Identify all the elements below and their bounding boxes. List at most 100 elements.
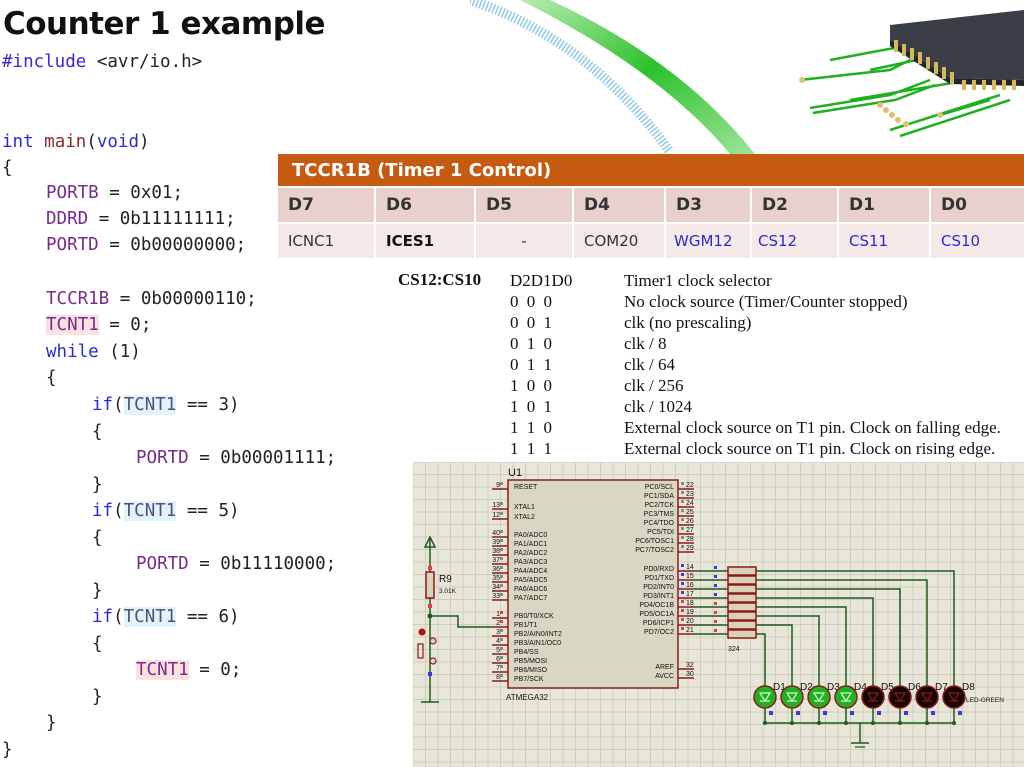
pin-state-marker (769, 711, 773, 715)
resistor-pack-element (727, 620, 757, 630)
pin-number: 8 (496, 674, 500, 681)
bits: 1 0 1 (510, 397, 552, 416)
pin-number: 13 (492, 502, 500, 509)
blue-stripe-decoration (470, 0, 675, 154)
resistor-pack-element (727, 602, 757, 612)
diode-symbol-icon (839, 692, 853, 703)
code-line-if-3: if(TCNT1 == 3) (92, 393, 240, 417)
code-token: = 0; (188, 660, 242, 680)
pin-name: PD0/RXD (644, 566, 674, 573)
pin-name: PC2/TCK (644, 502, 674, 509)
pin-state-marker (500, 482, 503, 485)
code-line-brace: } (92, 687, 103, 707)
button-contact (429, 637, 437, 645)
pin-number: 40 (492, 530, 500, 537)
code-token: ( (86, 132, 97, 152)
code-token: void (96, 132, 140, 152)
diode-symbol-icon (893, 692, 907, 703)
code-line-include: #include <avr/io.h> (2, 50, 202, 74)
bits: 0 1 1 (510, 355, 552, 374)
pin-number: 30 (686, 671, 694, 678)
code-token: = 0x01; (98, 183, 183, 203)
pin-state-marker (681, 600, 684, 603)
pin-state-marker (904, 711, 908, 715)
pin-number: 33 (492, 593, 500, 600)
pin-name: PA6/ADC6 (514, 586, 547, 593)
pin-number: 6 (496, 656, 500, 663)
bit-cell: D3 (666, 186, 752, 222)
pin-state-marker (877, 711, 881, 715)
pin-number: 39 (492, 539, 500, 546)
pin-number: 37 (492, 557, 500, 564)
pin-number: 5 (496, 647, 500, 654)
code-line-brace: { (2, 158, 13, 178)
pin-state-marker (681, 545, 684, 548)
pin-state-marker (681, 518, 684, 521)
code-token: DDRD (46, 209, 89, 229)
pin-name: PC4/TDO (644, 520, 675, 527)
pin-state-marker (500, 575, 503, 578)
code-line-if-5: if(TCNT1 == 5) (92, 499, 240, 523)
code-token: = 0b00000110; (109, 289, 257, 309)
pin-name: PB1/T1 (514, 622, 537, 629)
led-ref-label: D1 (773, 682, 786, 693)
led-ref-label: D6 (908, 682, 921, 693)
pin-number: 17 (686, 591, 694, 598)
pin-state-marker (428, 672, 432, 676)
wire (756, 606, 847, 687)
pin-name: PB7/SCK (514, 676, 544, 683)
pin-state-marker (500, 593, 503, 596)
pin-number: 16 (686, 582, 694, 589)
code-token: = 0b00000000; (98, 235, 247, 255)
code-token: ( (113, 607, 124, 627)
pin-state-marker (958, 711, 962, 715)
bits: 0 0 0 (510, 292, 552, 311)
pin-number: 27 (686, 527, 694, 534)
code-line-brace: { (92, 528, 103, 548)
desc: External clock source on T1 pin. Clock o… (624, 418, 1001, 437)
code-token: == 3) (176, 395, 240, 415)
bit-name-cell: CS11 (839, 222, 931, 258)
pin-name: PB6/MISO (514, 667, 548, 674)
pin-name: PA5/ADC5 (514, 577, 547, 584)
bits: 1 1 1 (510, 439, 552, 458)
register-bits-row: D7 D6 D5 D4 D3 D2 D1 D0 (278, 186, 1024, 222)
register-names-row: ICNC1 ICES1 - COM20 WGM12 CS12 CS11 CS10 (278, 222, 1024, 258)
desc: clk / 256 (624, 376, 684, 395)
pin-name: PA7/ADC7 (514, 595, 547, 602)
pin-state-marker (823, 711, 827, 715)
code-line-brace: { (92, 422, 103, 442)
pin-state-marker (500, 539, 503, 542)
pin-name: XTAL2 (514, 514, 535, 521)
pin-state-marker (681, 500, 684, 503)
button-indicator (418, 628, 426, 636)
code-token: TCCR1B (46, 289, 110, 309)
bits: 1 0 0 (510, 376, 552, 395)
code-line-brace: { (92, 634, 103, 654)
pin-state-marker (681, 591, 684, 594)
pin-state-marker (681, 582, 684, 585)
diode-symbol-icon (758, 692, 772, 703)
pin-state-marker (796, 711, 800, 715)
pin-name: PA1/ADC1 (514, 541, 547, 548)
wire (756, 579, 928, 687)
diode-symbol-icon (812, 692, 826, 703)
pin-state-marker (500, 656, 503, 659)
resistor-ref-label: R9 (439, 574, 452, 585)
diode-symbol-icon (866, 692, 880, 703)
code-token: TCNT1 (46, 315, 99, 335)
pin-number: 38 (492, 548, 500, 555)
code-line-brace: } (92, 581, 103, 601)
code-token: if (92, 501, 114, 521)
pin-state-marker (500, 647, 503, 650)
code-line-while: while (1) (46, 340, 141, 364)
code-line-tcnt1-reset: TCNT1 = 0; (136, 658, 241, 682)
resistor-pack-element (727, 575, 757, 585)
desc: External clock source on T1 pin. Clock o… (624, 439, 996, 458)
